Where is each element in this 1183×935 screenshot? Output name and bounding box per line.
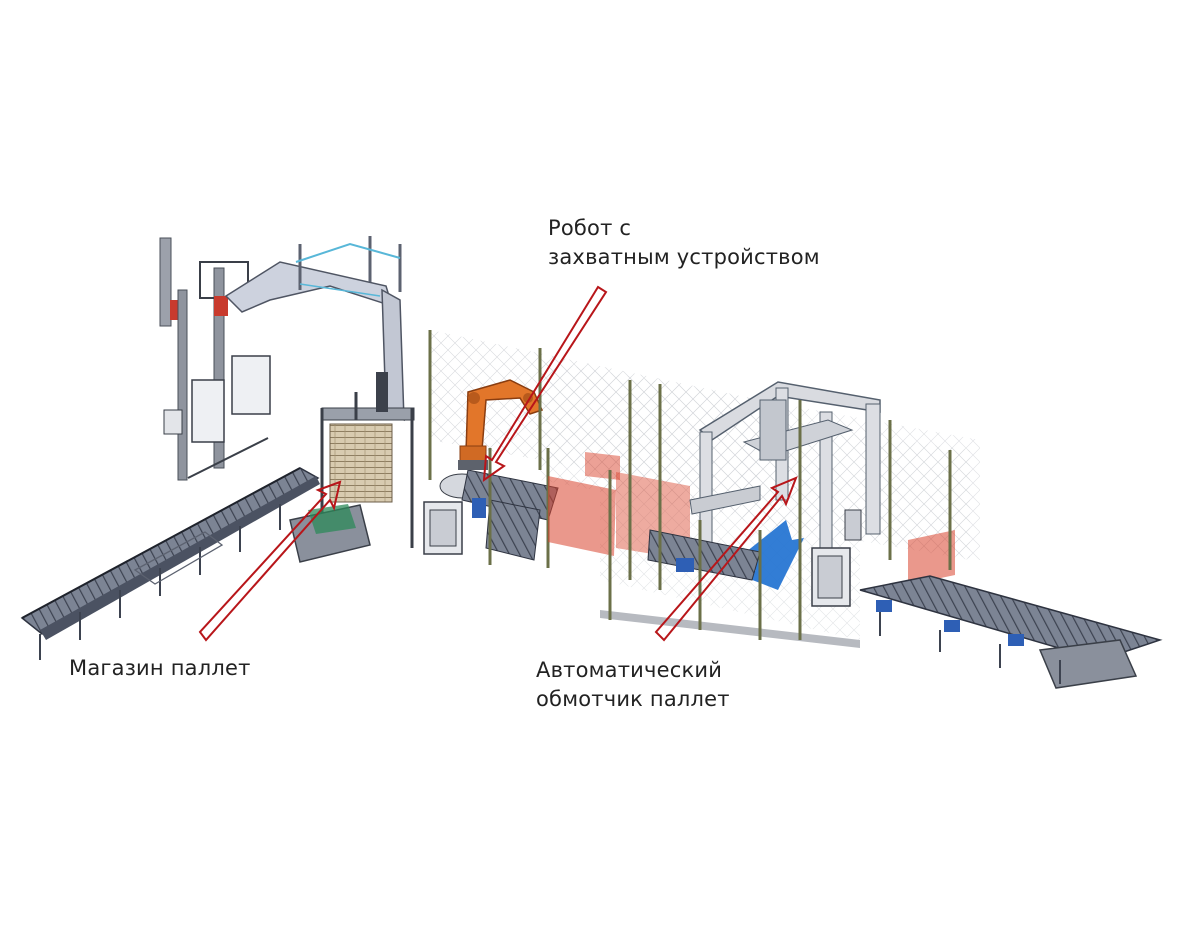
robot-cell [423, 448, 559, 568]
magazine-label-line-1: Магазин паллет [69, 656, 251, 680]
robot-label: Робот с захватным устройством [548, 214, 820, 272]
wrapper-label: Автоматический обмотчик паллет [536, 656, 730, 714]
wrapper-label-line-2: обмотчик паллет [536, 687, 730, 711]
magazine-label: Магазин паллет [69, 654, 251, 683]
hollow-arrow-icon-wrapper [654, 476, 798, 642]
robot-label-line-2: захватным устройством [548, 245, 820, 269]
wrapper-label-line-1: Автоматический [536, 658, 723, 682]
pallet-magazine [289, 372, 415, 563]
blue-flow-arrow-icon [726, 520, 804, 590]
pallet-wrapper [689, 381, 881, 607]
hollow-arrow-icon-robot [482, 285, 608, 483]
overhead-duct [224, 236, 405, 422]
infeed-conveyor [20, 467, 320, 660]
left-mast-and-cabinets [159, 237, 271, 481]
hollow-arrow-icon-magazine [198, 480, 342, 642]
outfeed-conveyor [859, 575, 1163, 689]
robot-label-line-1: Робот с [548, 216, 632, 240]
middle-conveyors [428, 330, 952, 648]
